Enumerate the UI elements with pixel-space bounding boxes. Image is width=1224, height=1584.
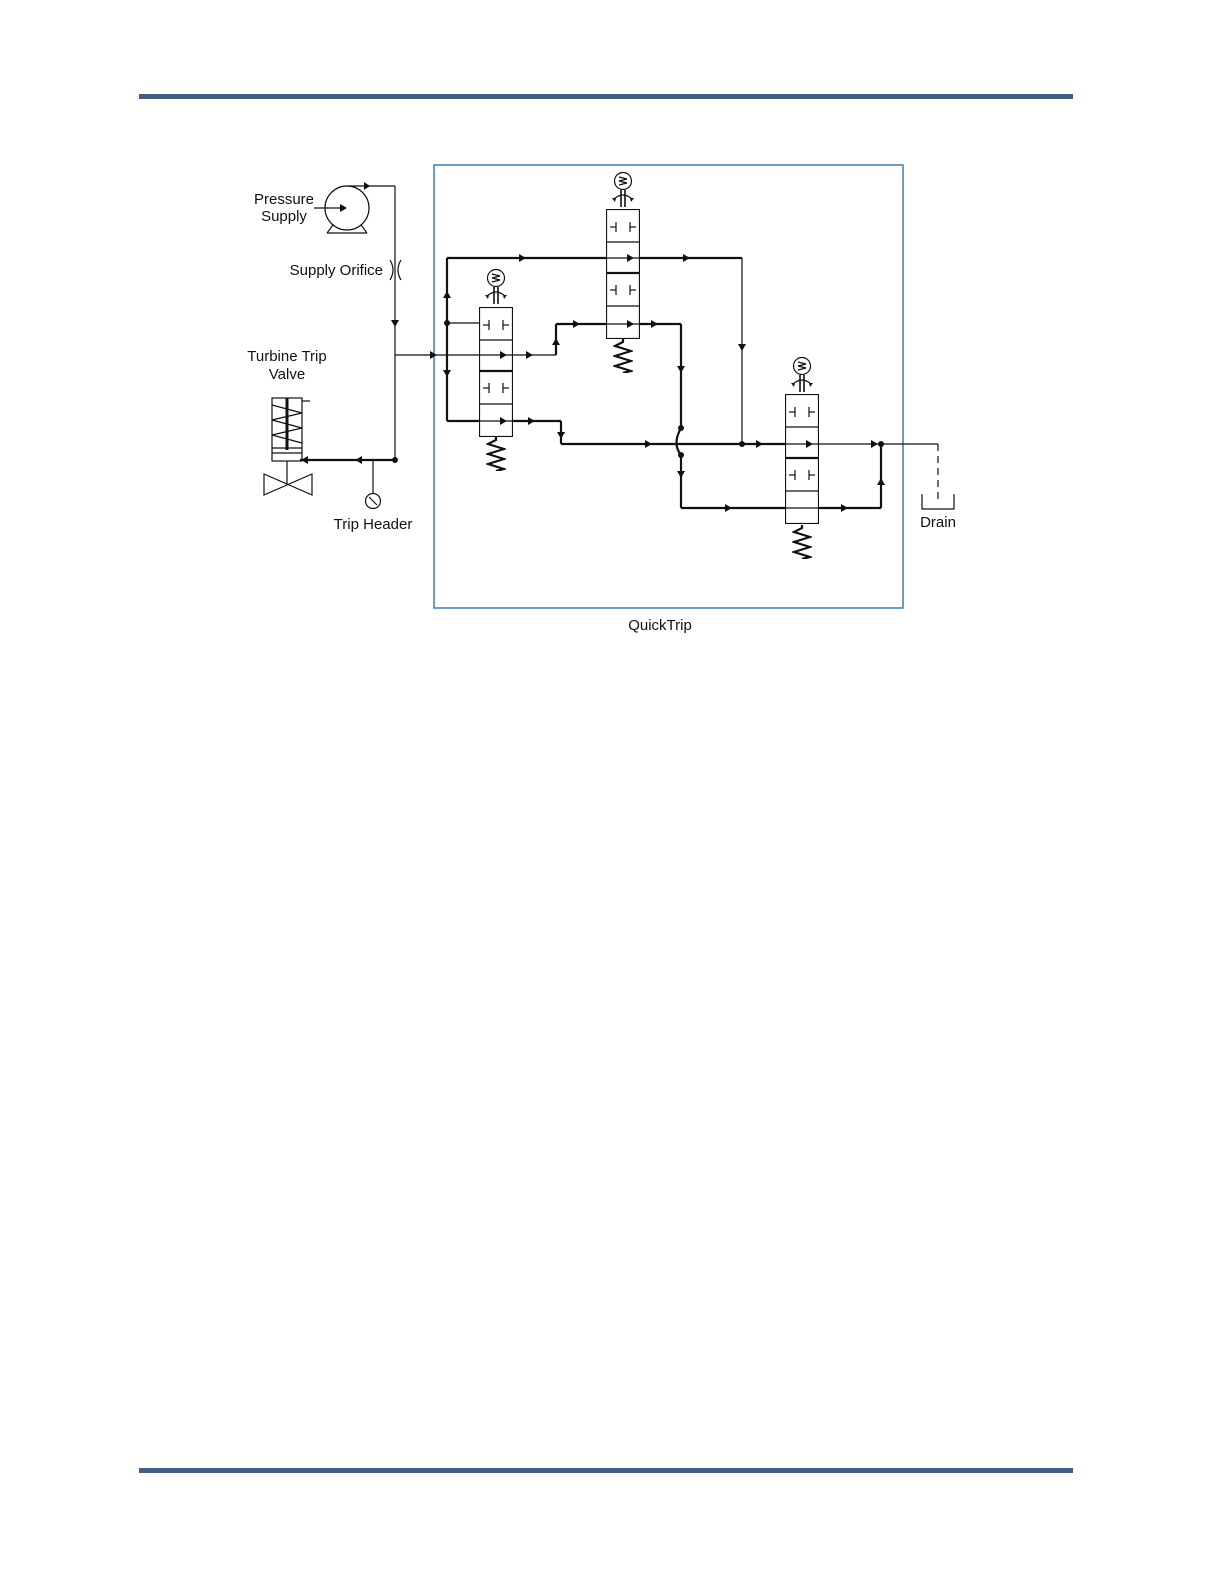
pump-icon: [314, 182, 395, 233]
spring-icon: [615, 339, 631, 373]
valve-flow-lines: [480, 254, 818, 508]
supply-orifice-label: Supply Orifice: [290, 262, 383, 279]
solenoid-valve-1: [479, 270, 513, 472]
spring-icon: [488, 437, 504, 471]
solenoid-coil-icon: [791, 358, 813, 393]
turbine-trip-valve-label-line2: Valve: [269, 366, 305, 383]
quicktrip-label: QuickTrip: [628, 617, 692, 634]
drain-icon: [922, 444, 954, 509]
pressure-supply-label-line2: Supply: [261, 208, 307, 225]
solenoid-coil-icon: [485, 270, 507, 305]
center-manifold-lines: [552, 320, 790, 512]
solenoid-valve-3: [785, 358, 819, 560]
trip-header-label: Trip Header: [334, 516, 413, 533]
turbine-trip-valve-label-line1: Turbine Trip: [247, 348, 326, 365]
turbine-trip-valve-icon: [264, 398, 312, 495]
pressure-gauge-icon: [366, 494, 381, 509]
solenoid-coil-icon: [612, 173, 634, 208]
drain-label: Drain: [920, 514, 956, 531]
spring-icon: [794, 525, 810, 559]
solenoid-valve-2: [606, 173, 640, 374]
pressure-supply-label-line1: Pressure: [254, 191, 314, 208]
